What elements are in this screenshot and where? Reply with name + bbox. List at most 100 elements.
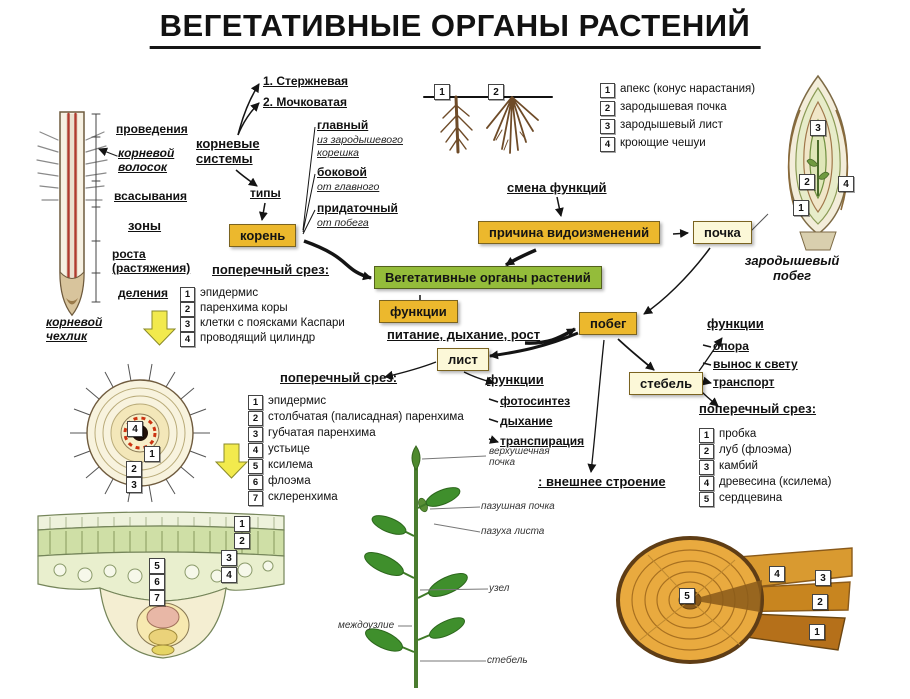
item-label: ксилема bbox=[268, 459, 313, 471]
wood-fig-marker: 3 bbox=[815, 570, 831, 586]
zones-heading: зоны bbox=[128, 218, 162, 233]
root-cross-item: 3 клетки с поясками Каспари bbox=[180, 317, 345, 332]
item-label: зародышевая почка bbox=[620, 101, 727, 113]
leaf-cross-item: 7 склеренхима bbox=[248, 491, 338, 506]
shoot-label-leaf-axil: пазуха листа bbox=[481, 526, 545, 537]
item-label: склеренхима bbox=[268, 491, 338, 503]
root-fig-marker: 3 bbox=[126, 477, 142, 493]
leaf-function-respiration: дыхание bbox=[500, 414, 553, 428]
page-title: ВЕГЕТАТИВНЫЕ ОРГАНЫ РАСТЕНИЙ bbox=[149, 8, 761, 49]
item-number: 2 bbox=[699, 444, 714, 459]
root-cross-section-label: поперечный срез: bbox=[212, 262, 330, 277]
stem-function-support: опора bbox=[713, 339, 749, 353]
root-systems-label: корневые системы bbox=[196, 136, 260, 166]
stem-functions-label: функции bbox=[707, 316, 764, 331]
functions-text: питание, дыхание, рост bbox=[387, 327, 541, 342]
item-label: луб (флоэма) bbox=[719, 444, 792, 456]
item-label: паренхима коры bbox=[200, 302, 288, 314]
item-label: флоэма bbox=[268, 475, 311, 487]
root-branch-main-note: из зародышевого корешка bbox=[317, 134, 403, 159]
root-fig-marker: 4 bbox=[127, 421, 143, 437]
item-label: губчатая паренхима bbox=[268, 427, 376, 439]
item-label: проводящий цилиндр bbox=[200, 332, 316, 344]
shoot-figure bbox=[364, 445, 489, 688]
bud-caption: зародышевый побег bbox=[744, 253, 840, 283]
leaf-fig-marker: 2 bbox=[234, 533, 250, 549]
roots-fig-marker-1: 1 bbox=[434, 84, 450, 100]
item-number: 5 bbox=[699, 492, 714, 507]
root-fig-marker: 1 bbox=[144, 446, 160, 462]
root-cross-item: 4 проводящий цилиндр bbox=[180, 332, 315, 347]
leaf-cross-item: 1 эпидермис bbox=[248, 395, 326, 410]
stem-box: стебель bbox=[629, 372, 704, 395]
item-label: апекс (конус нарастания) bbox=[620, 83, 756, 95]
zone-label-provedeniya: проведения bbox=[116, 122, 188, 136]
item-number: 4 bbox=[180, 332, 195, 347]
stem-cross-item: 4 древесина (ксилема) bbox=[699, 476, 831, 491]
item-number: 3 bbox=[248, 427, 263, 442]
stem-cross-item: 1 пробка bbox=[699, 428, 756, 443]
item-number: 3 bbox=[699, 460, 714, 475]
yellow-arrow-root bbox=[142, 310, 177, 346]
item-number: 2 bbox=[600, 101, 615, 116]
shoot-label-apical-bud: верхушечная почка bbox=[489, 446, 550, 468]
bud-item: 2 зародышевая почка bbox=[600, 101, 727, 116]
item-label: древесина (ксилема) bbox=[719, 476, 832, 488]
bud-item: 1 апекс (конус нарастания) bbox=[600, 83, 755, 98]
shoot-label-stem: стебель bbox=[487, 655, 528, 666]
item-label: пробка bbox=[719, 428, 757, 440]
wood-fig-marker: 2 bbox=[812, 594, 828, 610]
item-number: 6 bbox=[248, 475, 263, 490]
leaf-function-transpiration: транспирация bbox=[500, 434, 585, 448]
stem-cross-item: 2 луб (флоэма) bbox=[699, 444, 792, 459]
shoot-label-internode: междоузлие bbox=[338, 620, 395, 631]
shoot-label-node: узел bbox=[489, 583, 510, 594]
root-box: корень bbox=[229, 224, 297, 247]
shoot-external-label: : внешнее строение bbox=[538, 474, 666, 489]
item-number: 3 bbox=[600, 119, 615, 134]
item-number: 1 bbox=[248, 395, 263, 410]
stem-function-light: вынос к свету bbox=[713, 357, 798, 371]
item-number: 3 bbox=[180, 317, 195, 332]
leaf-fig-marker: 4 bbox=[221, 567, 237, 583]
bud-fig-marker: 4 bbox=[838, 176, 854, 192]
item-number: 4 bbox=[248, 443, 263, 458]
item-number: 2 bbox=[248, 411, 263, 426]
root-system-type-taproot: 1. Стержневая bbox=[263, 74, 349, 88]
root-cap-label: корневой чехлик bbox=[46, 315, 103, 343]
stem-cross-item: 5 сердцевина bbox=[699, 492, 782, 507]
root-tip-figure bbox=[36, 111, 118, 317]
zone-label-vsasyvaniya: всасывания bbox=[114, 189, 188, 203]
leaf-cross-item: 3 губчатая паренхима bbox=[248, 427, 376, 442]
item-label: столбчатая (палисадная) паренхима bbox=[268, 411, 464, 423]
root-cross-item: 2 паренхима коры bbox=[180, 302, 288, 317]
root-branch-lateral-note: от главного bbox=[317, 181, 380, 193]
leaf-cross-section-label: поперечный срез: bbox=[280, 370, 398, 385]
connector-arrows bbox=[235, 83, 723, 473]
bud-box: почка bbox=[693, 221, 752, 244]
root-systems-figure bbox=[423, 95, 553, 154]
item-label: устьице bbox=[268, 443, 310, 455]
leaf-fig-marker: 6 bbox=[149, 574, 165, 590]
root-branch-main: главный bbox=[317, 118, 369, 132]
functions-box: функции bbox=[379, 300, 458, 323]
bud-fig-marker: 1 bbox=[793, 200, 809, 216]
item-label: клетки с поясками Каспари bbox=[200, 317, 345, 329]
root-branch-adventitious-note: от побега bbox=[317, 217, 369, 229]
roots-fig-marker-2: 2 bbox=[488, 84, 504, 100]
wood-fig-marker: 4 bbox=[769, 566, 785, 582]
leaf-fig-marker: 7 bbox=[149, 590, 165, 606]
item-label: сердцевина bbox=[719, 492, 783, 504]
leaf-function-photosynthesis: фотосинтез bbox=[500, 394, 571, 408]
item-number: 7 bbox=[248, 491, 263, 506]
item-number: 2 bbox=[180, 302, 195, 317]
leaf-fig-marker: 1 bbox=[234, 516, 250, 532]
leaf-cross-item: 6 флоэма bbox=[248, 475, 311, 490]
stem-function-transport: транспорт bbox=[713, 375, 775, 389]
leaf-box: лист bbox=[437, 348, 489, 371]
item-number: 1 bbox=[600, 83, 615, 98]
stem-cross-item: 3 камбий bbox=[699, 460, 758, 475]
shoot-label-axillary-bud: пазушная почка bbox=[481, 501, 555, 512]
